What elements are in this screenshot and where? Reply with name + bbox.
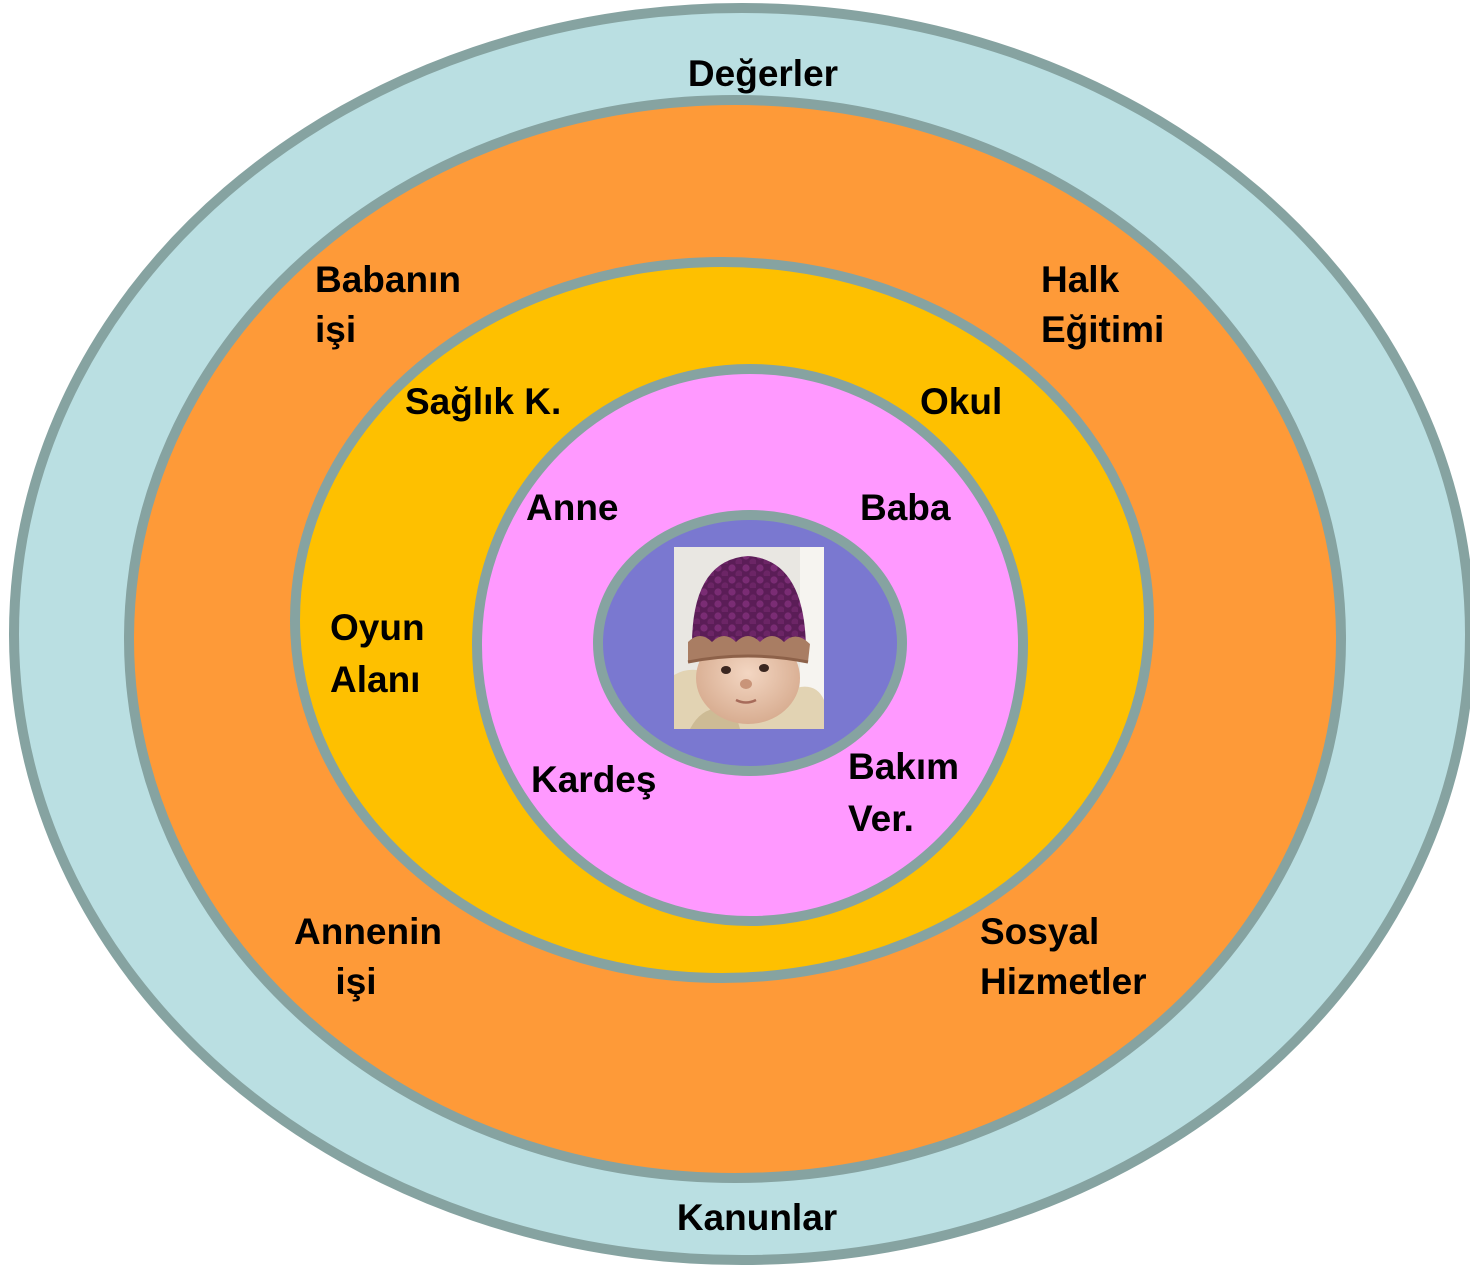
label-degerler: Değerler (688, 53, 838, 94)
label-oyun-alani-line2: Alanı (330, 659, 420, 700)
label-saglik-k: Sağlık K. (405, 381, 561, 422)
label-sosyal-hizmetler-line2: Hizmetler (980, 961, 1147, 1002)
label-babanin-isi-line1: Babanın (315, 259, 461, 300)
label-anne: Anne (526, 487, 619, 528)
label-oyun-alani-line1: Oyun (330, 607, 425, 648)
label-bakim-ver-line1: Bakım (848, 746, 959, 787)
label-baba: Baba (860, 487, 951, 528)
baby-photo (674, 547, 824, 729)
label-okul: Okul (920, 381, 1002, 422)
label-sosyal-hizmetler-line1: Sosyal (980, 911, 1099, 952)
label-annenin-isi-line2: işi (335, 961, 376, 1002)
label-bakim-ver-line2: Ver. (848, 798, 914, 839)
label-halk-egitimi-line1: Halk (1041, 259, 1120, 300)
label-kanunlar: Kanunlar (677, 1197, 837, 1238)
label-babanin-isi-line2: işi (315, 309, 356, 350)
label-annenin-isi-line1: Annenin (294, 911, 442, 952)
label-kardes: Kardeş (531, 759, 656, 800)
label-halk-egitimi-line2: Eğitimi (1041, 309, 1164, 350)
